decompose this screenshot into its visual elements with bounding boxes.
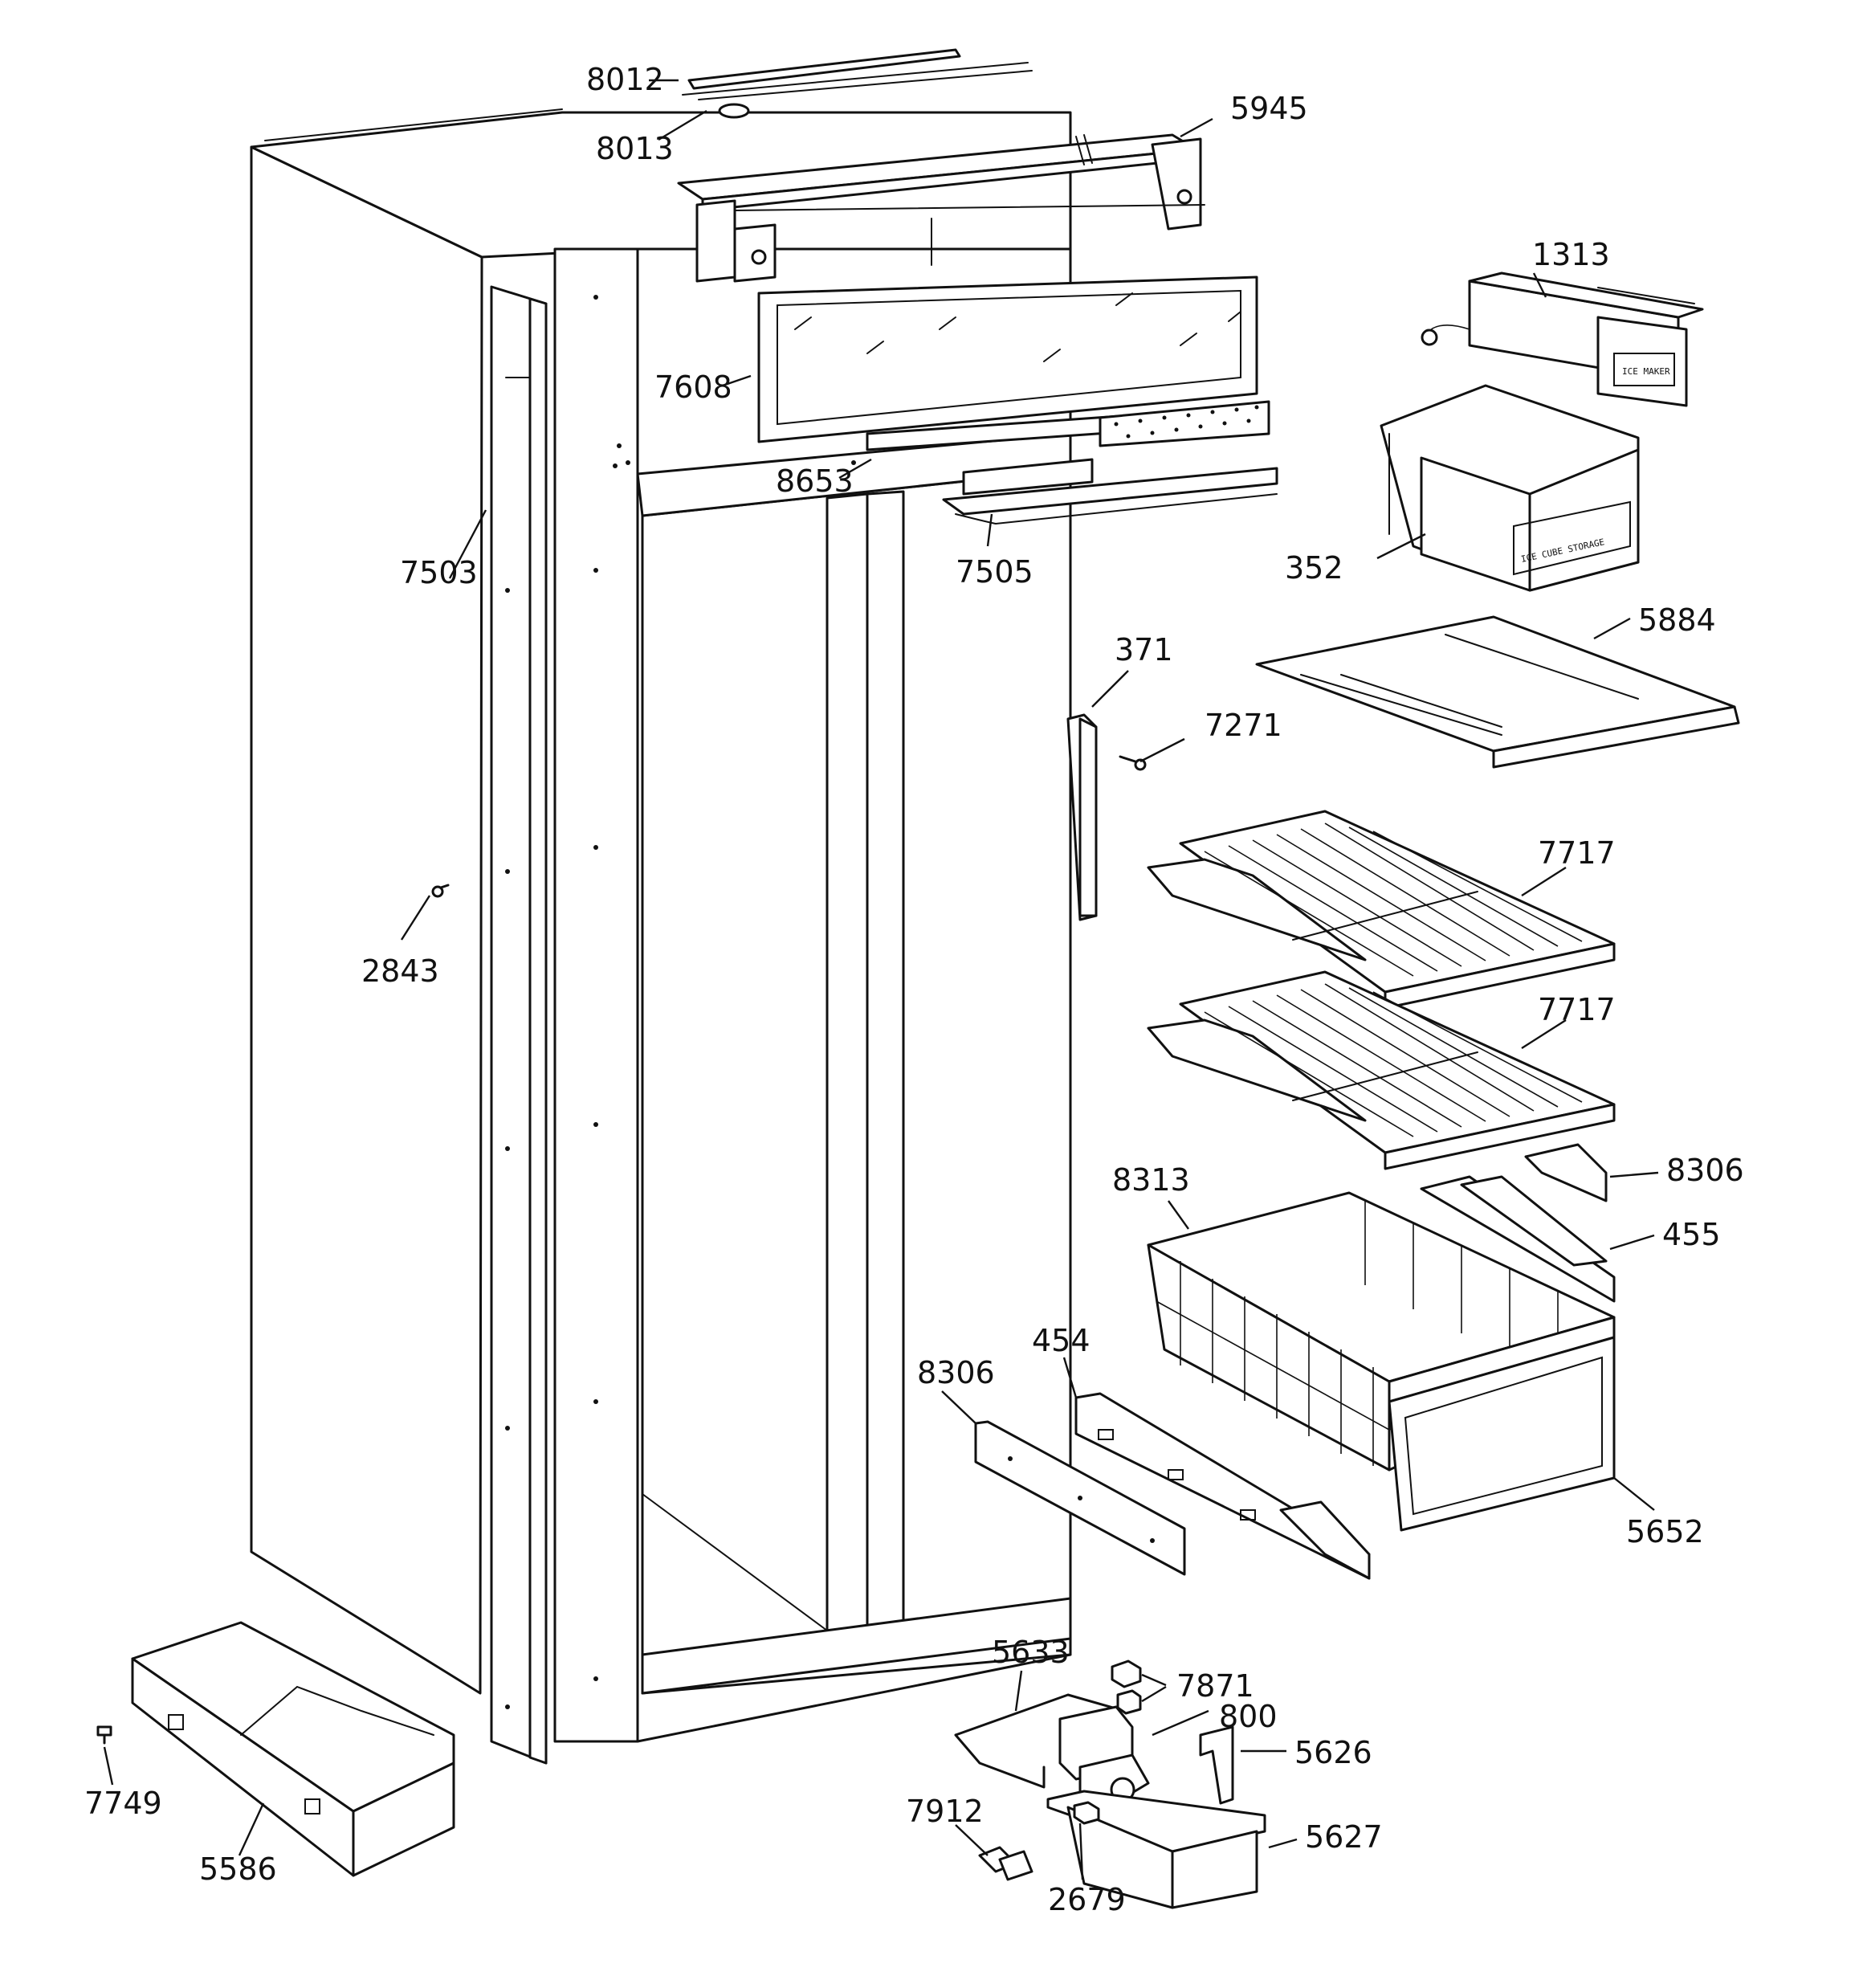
freezer-solid-shelf (1255, 615, 1740, 769)
part-label-7871: 7871 (1176, 1668, 1254, 1704)
part-label-454: 454 (1032, 1323, 1090, 1358)
ice-maker: ICE MAKER (1421, 271, 1704, 407)
cover-bolt (96, 1725, 112, 1745)
part-number-labels: 8012 8013 5945 1313 7608 8653 7503 7505 … (84, 62, 1744, 1917)
part-label-5945: 5945 (1230, 91, 1308, 126)
mounting-bracket (1199, 1725, 1234, 1805)
part-label-8313: 8313 (1112, 1162, 1190, 1198)
top-trim-strips (682, 48, 1033, 119)
part-label-7749: 7749 (84, 1786, 162, 1821)
part-label-352: 352 (1285, 550, 1343, 586)
part-label-800: 800 (1219, 1699, 1278, 1734)
part-label-8013: 8013 (596, 131, 674, 166)
drain-pan (1046, 1790, 1266, 1909)
part-label-5627: 5627 (1305, 1819, 1383, 1855)
machine-compartment-cover (131, 1621, 455, 1877)
cabinet-screw (431, 884, 450, 898)
ice-maker-text: ICE MAKER (1622, 366, 1670, 377)
part-label-7717-lower: 7717 (1538, 992, 1616, 1027)
part-label-7505: 7505 (956, 554, 1033, 590)
perforated-vent-and-bracket (851, 400, 1270, 465)
basket-front-panel (1388, 1316, 1616, 1532)
wire-bracket (954, 1693, 1126, 1789)
ice-storage-bucket: ICE CUBE STORAGE (1380, 384, 1640, 592)
part-label-7503: 7503 (400, 555, 478, 590)
part-label-8653: 8653 (776, 463, 854, 499)
part-label-2843: 2843 (361, 953, 439, 989)
compression-nuts (1111, 1659, 1142, 1715)
leader-lines (103, 79, 1659, 1880)
top-mounting-frame (677, 133, 1205, 283)
part-label-7717-upper: 7717 (1538, 835, 1616, 871)
part-label-7271: 7271 (1205, 708, 1282, 743)
water-line-fitting (978, 1846, 1033, 1881)
wire-shelf-lower (1147, 970, 1616, 1170)
light-shield-panel (757, 218, 1258, 443)
refrigerator-cabinet (250, 108, 1072, 1743)
vertical-trim-strip (490, 285, 548, 1765)
water-valve (1058, 1705, 1150, 1809)
part-label-5652: 5652 (1626, 1514, 1704, 1549)
lower-trim-rail (942, 458, 1278, 525)
part-label-8306-lower: 8306 (917, 1355, 995, 1390)
pan-nut (1073, 1801, 1100, 1825)
part-label-8012: 8012 (586, 62, 664, 97)
shelf-support-channel (1066, 713, 1098, 921)
part-label-7608: 7608 (654, 369, 732, 405)
drawer-slide (1074, 1392, 1371, 1580)
part-label-1313: 1313 (1532, 237, 1610, 272)
part-label-5586: 5586 (199, 1851, 277, 1887)
part-label-7912: 7912 (906, 1794, 984, 1829)
part-label-371: 371 (1115, 632, 1173, 667)
part-label-8306-upper: 8306 (1666, 1153, 1744, 1188)
part-label-5884: 5884 (1638, 602, 1716, 638)
part-label-5626: 5626 (1294, 1735, 1372, 1770)
part-label-5633: 5633 (992, 1635, 1070, 1670)
part-label-455: 455 (1662, 1217, 1721, 1252)
basket-side-rail-lower (974, 1420, 1186, 1576)
part-label-2679: 2679 (1048, 1882, 1126, 1917)
mounting-screw (1119, 755, 1147, 771)
basket-side-rails-upper (1420, 1143, 1616, 1303)
